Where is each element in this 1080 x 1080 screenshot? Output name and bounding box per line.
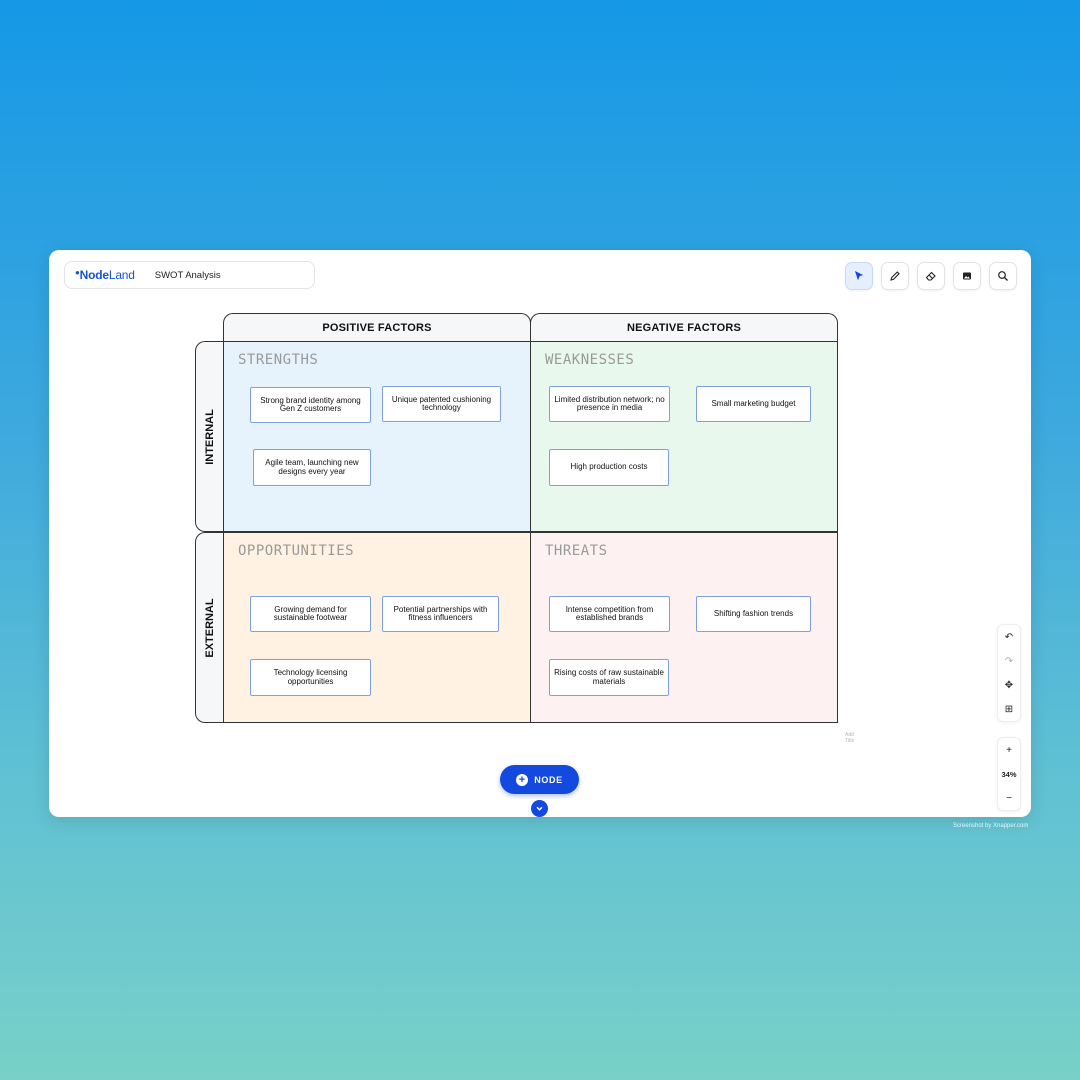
redo-button[interactable]: ↷ xyxy=(998,649,1020,673)
zoom-level[interactable]: 34% xyxy=(1001,769,1017,779)
note-card[interactable]: Technology licensing opportunities xyxy=(250,659,371,696)
fit-view-button[interactable]: ⊞ xyxy=(998,697,1020,721)
title-bar: ●NodeLand SWOT Analysis xyxy=(64,261,315,289)
document-title[interactable]: SWOT Analysis xyxy=(154,269,221,281)
search-icon xyxy=(998,271,1008,281)
quadrant-title-weaknesses[interactable]: WEAKNESSES xyxy=(545,352,635,368)
history-controls: ↶ ↷ ✥ ⊞ xyxy=(997,624,1021,722)
note-card[interactable]: High production costs xyxy=(549,449,669,486)
minus-icon: − xyxy=(1006,792,1012,804)
row-header-external: EXTERNAL xyxy=(195,532,224,723)
quadrant-title-strengths[interactable]: STRENGTHS xyxy=(238,352,319,368)
undo-button[interactable]: ↶ xyxy=(998,625,1020,649)
add-title-placeholder[interactable]: Add Title xyxy=(845,732,855,744)
image-tool-button[interactable] xyxy=(953,262,981,290)
row-label-internal: INTERNAL xyxy=(204,408,216,465)
pen-tool-button[interactable] xyxy=(881,262,909,290)
note-card[interactable]: Unique patented cushioning technology xyxy=(382,386,501,422)
zoom-in-button[interactable]: + xyxy=(998,738,1020,762)
note-card[interactable]: Intense competition from established bra… xyxy=(549,596,670,632)
note-card[interactable]: Growing demand for sustainable footwear xyxy=(250,596,371,632)
add-node-button[interactable]: + NODE xyxy=(500,765,579,794)
expand-button[interactable] xyxy=(531,800,548,817)
select-tool-button[interactable] xyxy=(845,262,873,290)
quadrant-strengths[interactable]: STRENGTHS Strong brand identity among Ge… xyxy=(223,341,531,532)
quadrant-threats[interactable]: THREATS Intense competition from establi… xyxy=(530,532,838,723)
plus-icon: + xyxy=(516,773,529,786)
quadrant-title-threats[interactable]: THREATS xyxy=(545,543,608,559)
search-tool-button[interactable] xyxy=(989,262,1017,290)
note-card[interactable]: Shifting fashion trends xyxy=(696,596,811,632)
zoom-controls: + 34% − xyxy=(997,737,1021,811)
zoom-out-button[interactable]: − xyxy=(998,786,1020,810)
note-card[interactable]: Small marketing budget xyxy=(696,386,811,422)
toolbar xyxy=(845,262,1017,290)
chevron-down-icon xyxy=(536,806,543,811)
grid-icon: ⊞ xyxy=(1004,703,1014,715)
plus-icon: + xyxy=(1006,744,1012,756)
column-header-positive: POSITIVE FACTORS xyxy=(223,313,531,342)
quadrant-title-opportunities[interactable]: OPPORTUNITIES xyxy=(238,543,355,559)
row-header-internal: INTERNAL xyxy=(195,341,224,532)
screenshot-credit: Screenshot by Xnapper.com xyxy=(953,823,1029,829)
undo-icon: ↶ xyxy=(1004,631,1014,643)
eraser-tool-button[interactable] xyxy=(917,262,945,290)
add-node-label: NODE xyxy=(534,774,563,785)
row-label-external: EXTERNAL xyxy=(204,597,216,658)
note-card[interactable]: Strong brand identity among Gen Z custom… xyxy=(250,387,371,423)
quadrant-weaknesses[interactable]: WEAKNESSES Limited distribution network;… xyxy=(530,341,838,532)
select-icon xyxy=(855,271,863,281)
image-icon xyxy=(963,272,971,280)
note-card[interactable]: Agile team, launching new designs every … xyxy=(253,449,371,486)
move-icon: ✥ xyxy=(1004,679,1014,691)
redo-icon: ↷ xyxy=(1004,655,1014,667)
pan-button[interactable]: ✥ xyxy=(998,673,1020,697)
column-header-negative: NEGATIVE FACTORS xyxy=(530,313,838,342)
eraser-icon xyxy=(925,271,936,281)
pen-icon xyxy=(890,271,900,281)
note-card[interactable]: Potential partnerships with fitness infl… xyxy=(382,596,499,632)
quadrant-opportunities[interactable]: OPPORTUNITIES Growing demand for sustain… xyxy=(223,532,531,723)
app-window: ●NodeLand SWOT Analysis POSITIVE FACTORS… xyxy=(49,250,1031,817)
nodeland-logo[interactable]: ●NodeLand xyxy=(75,268,135,282)
note-card[interactable]: Rising costs of raw sustainable material… xyxy=(549,659,669,696)
note-card[interactable]: Limited distribution network; no presenc… xyxy=(549,386,670,422)
